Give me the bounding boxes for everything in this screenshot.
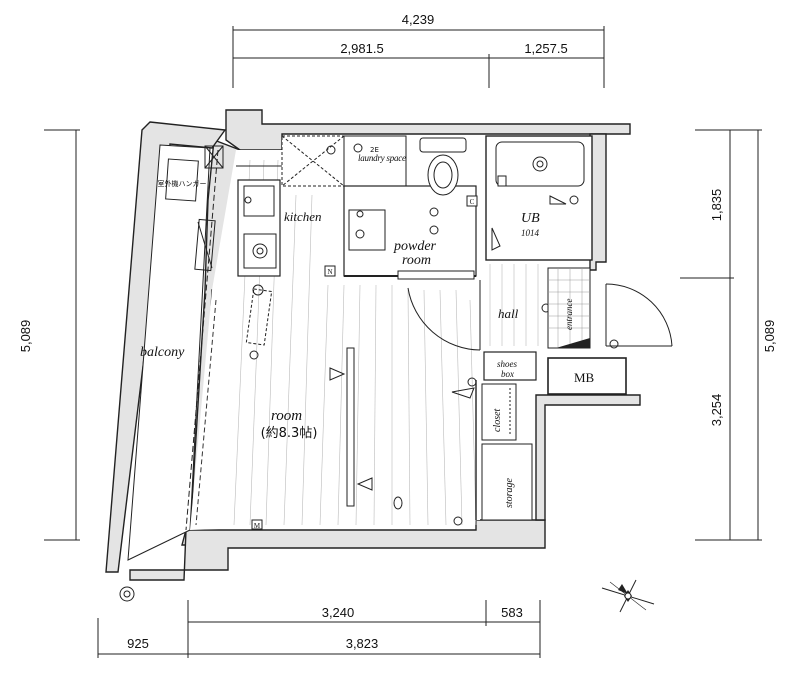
entrance-label: entrance <box>564 299 574 331</box>
hall-entrance <box>407 262 673 521</box>
balcony-label: balcony <box>140 345 185 360</box>
dim-left: 5,089 <box>18 320 33 353</box>
shoes-box-label-line2: box <box>501 369 514 379</box>
balcony-unit-label: 室外機ハンガー <box>158 179 207 188</box>
kitchen-label: kitchen <box>284 209 322 224</box>
dim-top-left: 2,981.5 <box>340 41 383 56</box>
shoes-box-label-line1: shoes <box>497 359 517 369</box>
room-label: room <box>271 408 302 424</box>
storage-label: storage <box>504 477 515 508</box>
kitchen <box>236 165 282 277</box>
laundry-label: laundry space <box>358 153 406 163</box>
dim-right-lower: 3,254 <box>709 394 724 427</box>
powder-label-line2: room <box>402 253 431 268</box>
dim-right-upper: 1,835 <box>709 189 724 222</box>
dim-bottom-total: 3,823 <box>346 636 379 651</box>
floor-marker-label: M <box>254 522 261 530</box>
balcony: 室外機ハンガー <box>119 144 224 602</box>
dim-top-total: 4,239 <box>402 12 435 27</box>
powder-label-line1: powder <box>393 239 437 254</box>
laundry-mark: 2E <box>370 146 379 154</box>
dim-bottom-right: 583 <box>501 605 523 620</box>
unit-bath <box>485 135 593 261</box>
dim-top-right: 1,257.5 <box>524 41 567 56</box>
mb-label: MB <box>574 370 595 385</box>
ub-label: UB <box>521 211 540 226</box>
dim-right-total: 5,089 <box>762 320 777 353</box>
room-area-label: (約8.3帖) <box>261 426 318 441</box>
laundry-powder: 2E C N <box>281 135 478 280</box>
n-marker-label: N <box>327 268 332 276</box>
compass-icon <box>601 579 655 613</box>
dim-balcony-width: 925 <box>127 636 149 651</box>
closet-label: closet <box>492 408 503 432</box>
hall-label: hall <box>498 306 519 321</box>
dim-bottom-left: 3,240 <box>322 605 355 620</box>
dimension-lines <box>44 26 762 658</box>
door-marker-label: C <box>470 198 475 206</box>
ub-size-label: 1014 <box>521 228 540 238</box>
